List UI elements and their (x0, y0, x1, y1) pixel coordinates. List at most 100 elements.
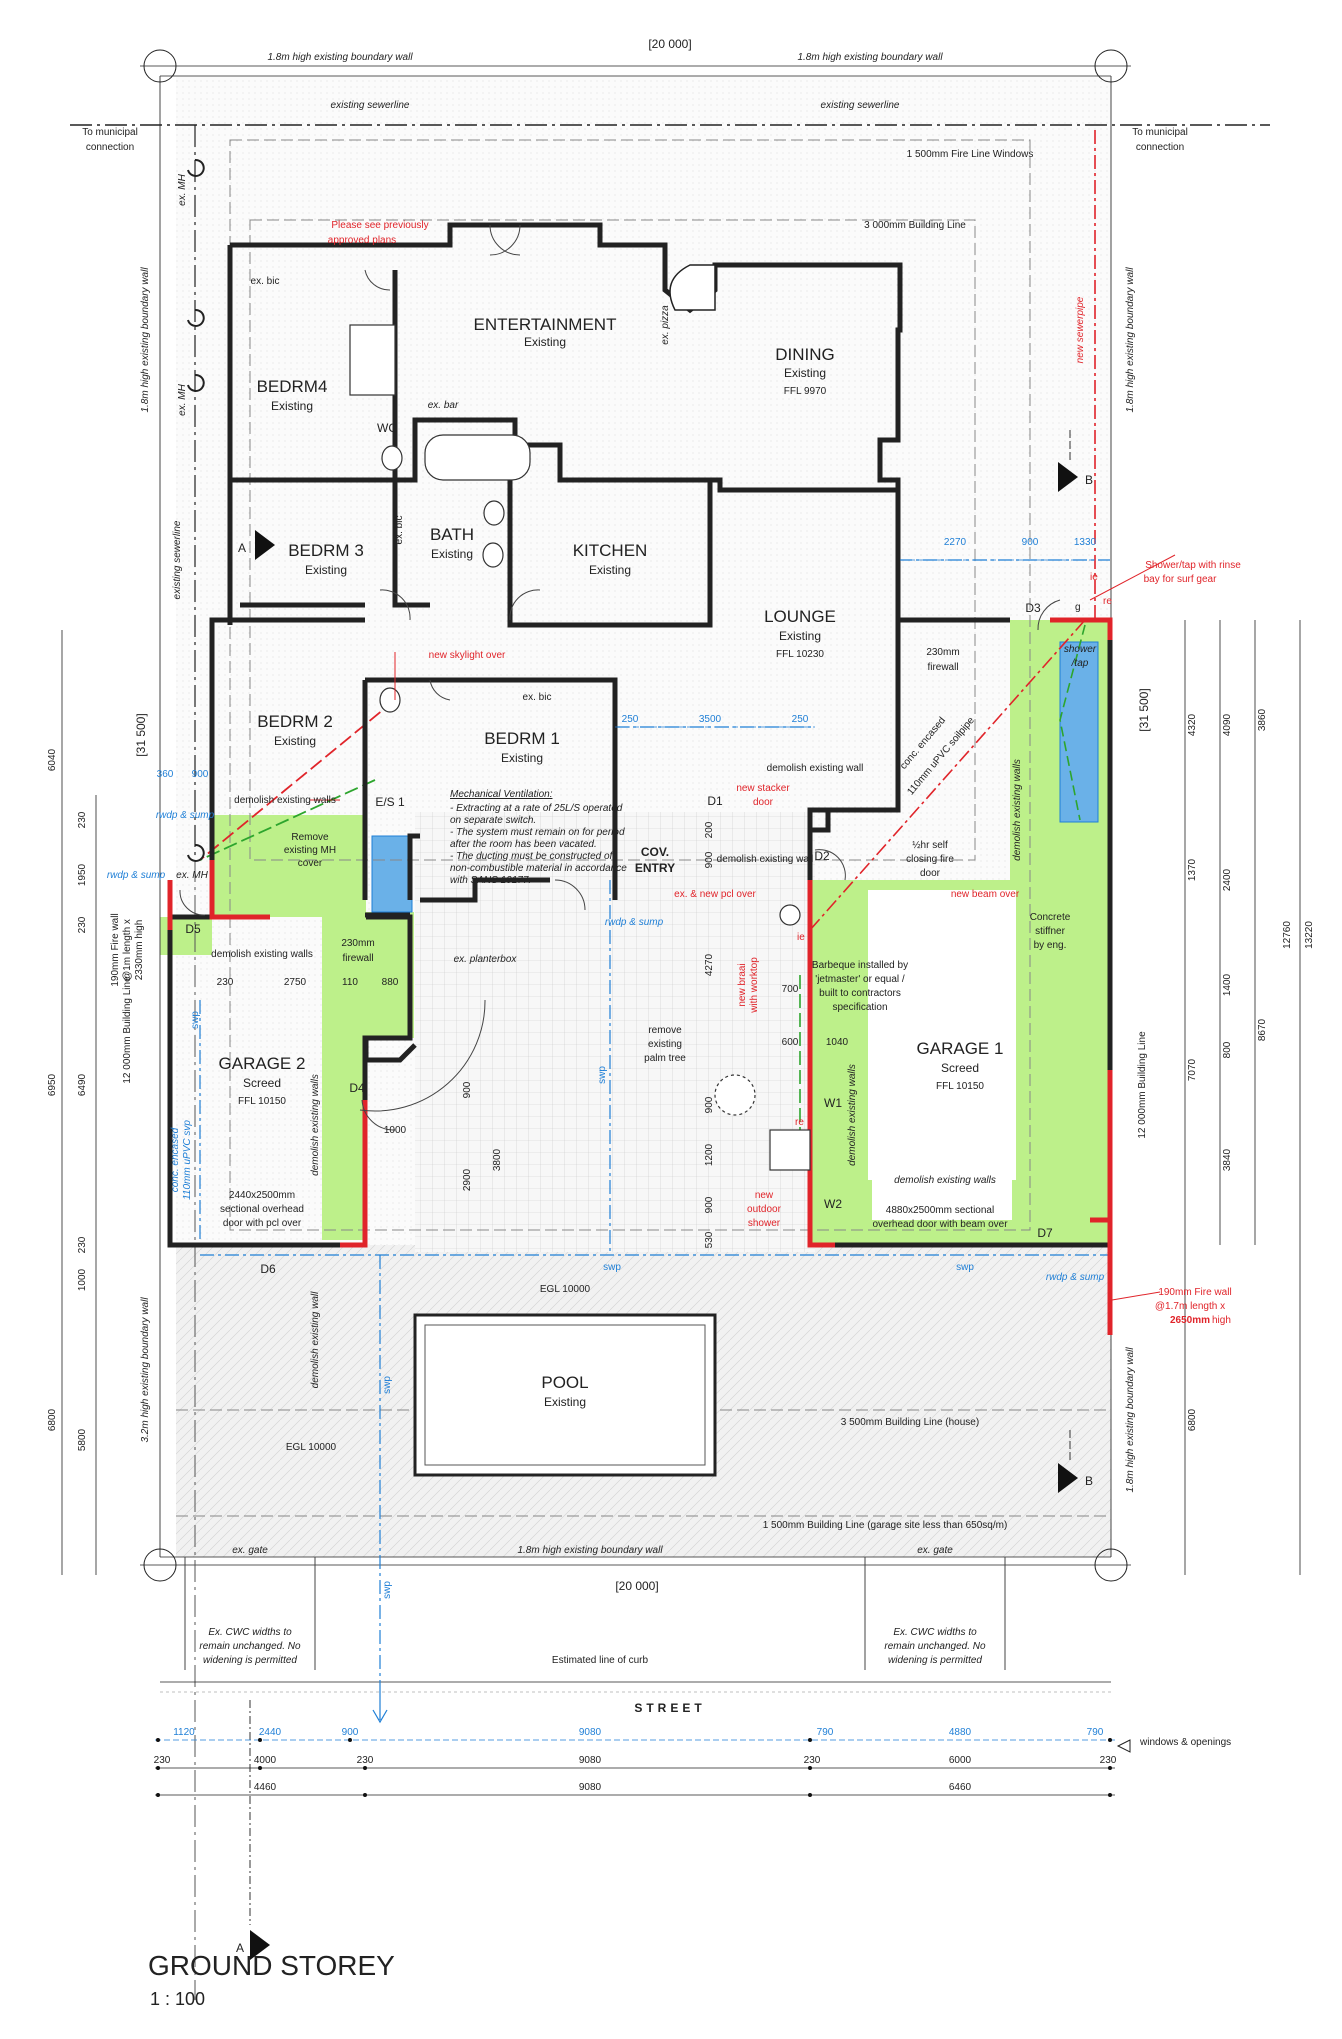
door-d1: D1 (707, 794, 723, 808)
dim-l-7: 1000 (77, 1268, 88, 1291)
palm-3: palm tree (644, 1053, 686, 1064)
dim-misc-13: 900 (704, 1096, 715, 1113)
fire-door-1: ½hr self (912, 840, 948, 851)
fixtures (349, 324, 811, 1171)
dim-l-5: 6950 (47, 1073, 58, 1096)
dim-mid-2: 3500 (699, 714, 722, 725)
room-dining-status: Existing (784, 366, 826, 380)
swp-6: swp (382, 1581, 393, 1599)
re-1: re (1103, 596, 1112, 607)
dim-misc-18: 2900 (462, 1168, 473, 1191)
dim-r1-5: 7070 (1187, 1058, 1198, 1081)
outdoor-shower-3: shower (748, 1218, 781, 1229)
section-a-top: A (238, 541, 246, 555)
garage1-floor (868, 890, 1016, 1180)
room-kitchen: KITCHEN (573, 541, 648, 560)
swp-5: swp (382, 1376, 393, 1394)
mv-title: Mechanical Ventilation: (450, 789, 553, 800)
dim-misc-12: 1040 (826, 1037, 849, 1048)
dim-r5-a: 8670 (1257, 1018, 1268, 1041)
section-b-top: B (1085, 473, 1093, 487)
remove-mh-3: cover (298, 858, 323, 869)
room-bedrm2: BEDRM 2 (257, 712, 333, 731)
room-garage1: GARAGE 1 (917, 1039, 1004, 1058)
dim-top: [20 000] (648, 37, 691, 51)
dimension-ticks (156, 1738, 1112, 1797)
room-dining: DINING (775, 345, 835, 364)
shower-label-1: Shower/tap with rinse (1145, 560, 1241, 571)
cwc-right-3: widening is permitted (888, 1655, 982, 1666)
dim-r1-2: 4320 (1187, 713, 1198, 736)
dim-r2-4: 9080 (579, 1755, 602, 1766)
dim-misc-4: 2750 (284, 977, 307, 988)
swp-2: swp (956, 1262, 974, 1273)
dim-r3-2: 9080 (579, 1782, 602, 1793)
dim-l-1: 6040 (47, 748, 58, 771)
stiffener-1: Concrete (1030, 912, 1071, 923)
window-w2: W2 (824, 1197, 842, 1211)
door-d5: D5 (185, 922, 201, 936)
dim-li-2: 5800 (77, 1428, 88, 1451)
room-bedrm3-status: Existing (305, 563, 347, 577)
shower-tap-1: shower (1064, 644, 1097, 655)
fire-wall-left-1: 190mm Fire wall (110, 913, 121, 986)
dim-l-2: 230 (77, 811, 88, 828)
demolish-walls-right: demolish existing walls (1012, 759, 1023, 861)
dim-r2-a: 4090 (1222, 713, 1233, 736)
dim-r2-c: 1400 (1222, 973, 1233, 996)
fire-line-label: 1 500mm Fire Line Windows (907, 149, 1034, 160)
dim-r4-a: 13220 (1304, 921, 1315, 949)
section-lines (249, 430, 1071, 1925)
curb-label: Estimated line of curb (552, 1655, 649, 1666)
dim-open-4: 9080 (579, 1727, 602, 1738)
sewer-vertical-label: existing sewerline (172, 520, 183, 599)
prev-plans-2: approved plans (328, 235, 396, 246)
garage1-door-1: 4880x2500mm sectional (886, 1205, 994, 1216)
firewall-g2-1: 230mm (341, 938, 374, 949)
drawing-title: GROUND STOREY (148, 1950, 395, 1981)
rwdp-sump-label-1: rwdp & sump (156, 810, 215, 821)
room-cov-2: ENTRY (635, 861, 675, 875)
dim-l-8: 6800 (47, 1408, 58, 1431)
new-braai-1: new braai (737, 963, 748, 1006)
ex-gate-right: ex. gate (917, 1545, 953, 1556)
dim-right: [31 500] (1137, 688, 1151, 731)
ie-2: ie (797, 932, 805, 943)
swp-4: swp (597, 1066, 608, 1084)
dim-mid-1: 250 (622, 714, 639, 725)
dim-mid-3: 250 (792, 714, 809, 725)
dim-r3-1: 4460 (254, 1782, 277, 1793)
pool-outline (413, 1313, 717, 1477)
room-bedrm3: BEDRM 3 (288, 541, 364, 560)
palm-2: existing (648, 1039, 682, 1050)
dim-r3-b: 12760 (1282, 921, 1293, 949)
mv-3: - The system must remain on for period (450, 827, 625, 838)
dim-r1-3: 1370 (1187, 858, 1198, 881)
room-lounge: LOUNGE (764, 607, 836, 626)
garage2-door-3: door with pcl over (223, 1218, 302, 1229)
room-lounge-status: Existing (779, 629, 821, 643)
dim-misc-17: 1000 (384, 1125, 407, 1136)
garage1-door-2: overhead door with beam over (872, 1219, 1008, 1230)
dim-l-4: 230 (77, 916, 88, 933)
room-bedrm4-status: Existing (271, 399, 313, 413)
firewall-230-label: 230mm (926, 647, 959, 658)
outdoor-shower-2: outdoor (747, 1204, 782, 1215)
ex-mh-2: ex. MH (177, 383, 188, 415)
dim-misc-6: 880 (382, 977, 399, 988)
dim-r2-d: 3840 (1222, 1148, 1233, 1171)
fire-wall-left-3: 2330mm high (134, 920, 145, 981)
sewer-label-left: existing sewerline (331, 100, 410, 111)
svp-label-2: 110mm uPVC svp (182, 1120, 193, 1200)
drawing-scale: 1 : 100 (150, 1989, 205, 2009)
municipal-right-2: connection (1136, 142, 1184, 153)
dim-r2-b: 2400 (1222, 868, 1233, 891)
dim-r5-b: 800 (1222, 1041, 1233, 1058)
section-b-bottom: B (1085, 1474, 1093, 1488)
boundary-bottom: 1.8m high existing boundary wall (517, 1545, 663, 1556)
room-bath: BATH (430, 525, 474, 544)
fire-door-3: door (920, 868, 941, 879)
fire-wall-right-3: 2650mm (1170, 1315, 1210, 1326)
shower-tap-2: /tap (1071, 658, 1089, 669)
room-wc: WC (377, 421, 397, 435)
